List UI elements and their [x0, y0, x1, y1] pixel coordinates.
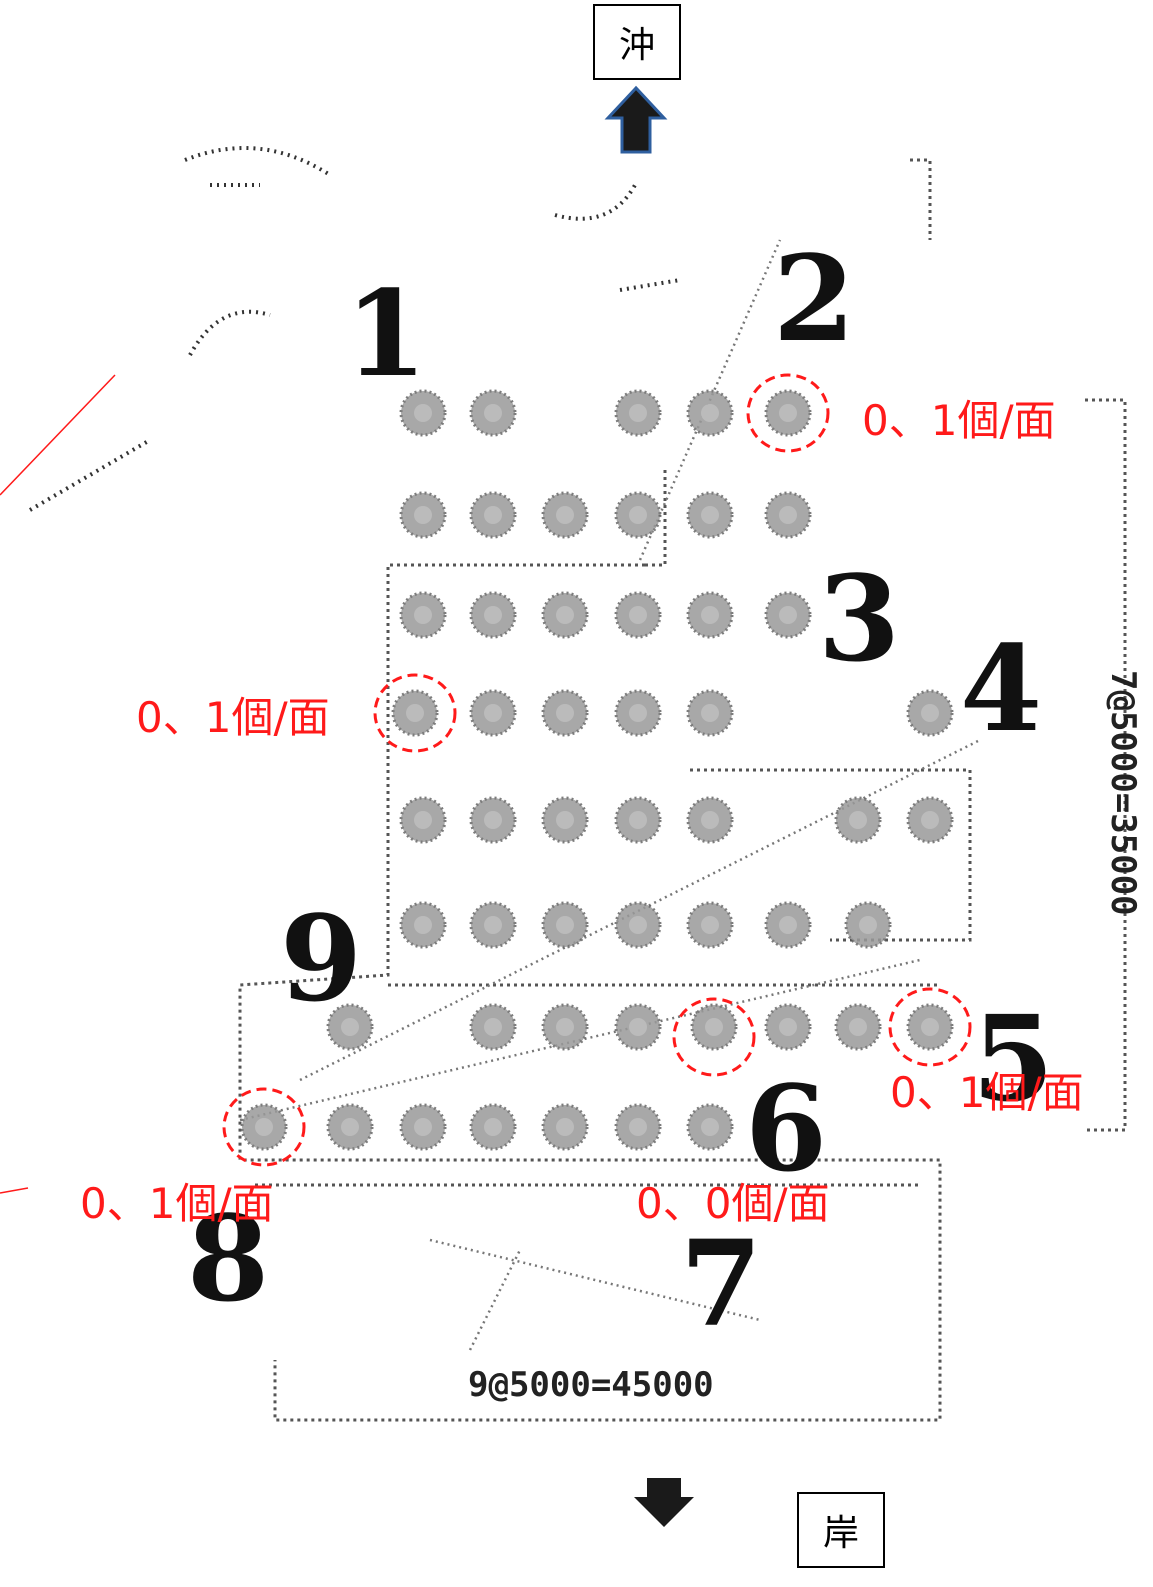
concrete-block-core: [484, 506, 502, 524]
concrete-block-core: [556, 1118, 574, 1136]
concrete-block-core: [414, 916, 432, 934]
concrete-block-core: [779, 916, 797, 934]
concrete-block-core: [701, 704, 719, 722]
concrete-block-core: [484, 404, 502, 422]
concrete-block-core: [849, 811, 867, 829]
concrete-block-core: [414, 811, 432, 829]
concrete-block-core: [341, 1118, 359, 1136]
concrete-block-core: [484, 1118, 502, 1136]
concrete-block-core: [556, 606, 574, 624]
sketch-strokes: [28, 146, 681, 512]
concrete-block-core: [779, 606, 797, 624]
concrete-block-core: [414, 506, 432, 524]
dimension-horizontal: 9@5000=45000: [468, 1365, 714, 1405]
concrete-block-core: [484, 1018, 502, 1036]
concrete-block-core: [484, 811, 502, 829]
highlight-circle-zone6: [672, 997, 756, 1077]
concrete-block-core: [629, 916, 647, 934]
concrete-block-core: [921, 811, 939, 829]
concrete-block-core: [849, 1018, 867, 1036]
concrete-block-core: [414, 1118, 432, 1136]
concrete-block-core: [701, 1118, 719, 1136]
concrete-block-core: [484, 704, 502, 722]
concrete-block-core: [484, 916, 502, 934]
concrete-block-core: [629, 506, 647, 524]
concrete-block-core: [629, 704, 647, 722]
concrete-block-core: [779, 506, 797, 524]
annotation-zone6: 0、0個/面: [636, 1179, 830, 1228]
zone-number-4: 4: [960, 619, 1043, 758]
concrete-block-core: [859, 916, 877, 934]
annotation-zone5: 0、1個/面: [890, 1068, 1084, 1117]
highlight-circle-zone2: [746, 373, 830, 453]
zone-number-1: 1: [345, 264, 428, 403]
concrete-block-core: [779, 404, 797, 422]
concrete-block-core: [701, 404, 719, 422]
highlight-circle-zone3: [373, 673, 457, 753]
concrete-block-core: [701, 506, 719, 524]
highlight-circles: [222, 373, 972, 1167]
zone-number-6: 6: [745, 1059, 828, 1198]
concrete-block-core: [414, 404, 432, 422]
highlight-circle-zone5: [888, 987, 972, 1067]
concrete-block-core: [629, 1018, 647, 1036]
concrete-block-core: [629, 404, 647, 422]
annotation-zone3: 0、1個/面: [136, 693, 330, 742]
concrete-block-core: [556, 1018, 574, 1036]
zone-number-9: 9: [280, 889, 363, 1028]
concrete-block-core: [921, 1018, 939, 1036]
annotation-zone8: 0、1個/面: [80, 1179, 274, 1228]
zone-number-7: 7: [680, 1214, 763, 1353]
concrete-block-core: [921, 704, 939, 722]
concrete-block-core: [556, 916, 574, 934]
shore-label: 岸: [797, 1492, 885, 1568]
zone-boundaries: [238, 158, 1127, 1422]
concrete-block-core: [701, 606, 719, 624]
concrete-block-core: [701, 916, 719, 934]
block-grid: [240, 389, 954, 1151]
zone-number-3: 3: [818, 549, 901, 688]
concrete-block-core: [629, 606, 647, 624]
zone-number-8: 8: [187, 1189, 270, 1328]
concrete-block-core: [556, 506, 574, 524]
concrete-block-core: [705, 1018, 723, 1036]
red-leader-lines: [0, 374, 116, 1194]
concrete-block-core: [484, 606, 502, 624]
highlight-circle-zone8: [222, 1087, 306, 1167]
concrete-block-core: [406, 704, 424, 722]
concrete-block-core: [629, 1118, 647, 1136]
concrete-block-core: [701, 811, 719, 829]
concrete-block-core: [341, 1018, 359, 1036]
concrete-block-core: [629, 811, 647, 829]
zone-number-5: 5: [972, 989, 1055, 1128]
concrete-block-core: [556, 811, 574, 829]
concrete-block-core: [414, 606, 432, 624]
shore-arrow-icon: [634, 1478, 694, 1527]
concrete-block-core: [779, 1018, 797, 1036]
annotation-zone2: 0、1個/面: [862, 396, 1056, 445]
offshore-label: 沖: [593, 4, 681, 80]
dimension-vertical: 7@5000=35000: [1103, 670, 1143, 916]
concrete-block-core: [255, 1118, 273, 1136]
concrete-block-core: [556, 704, 574, 722]
offshore-arrow-icon: [604, 85, 668, 154]
zone-number-2: 2: [773, 229, 856, 368]
